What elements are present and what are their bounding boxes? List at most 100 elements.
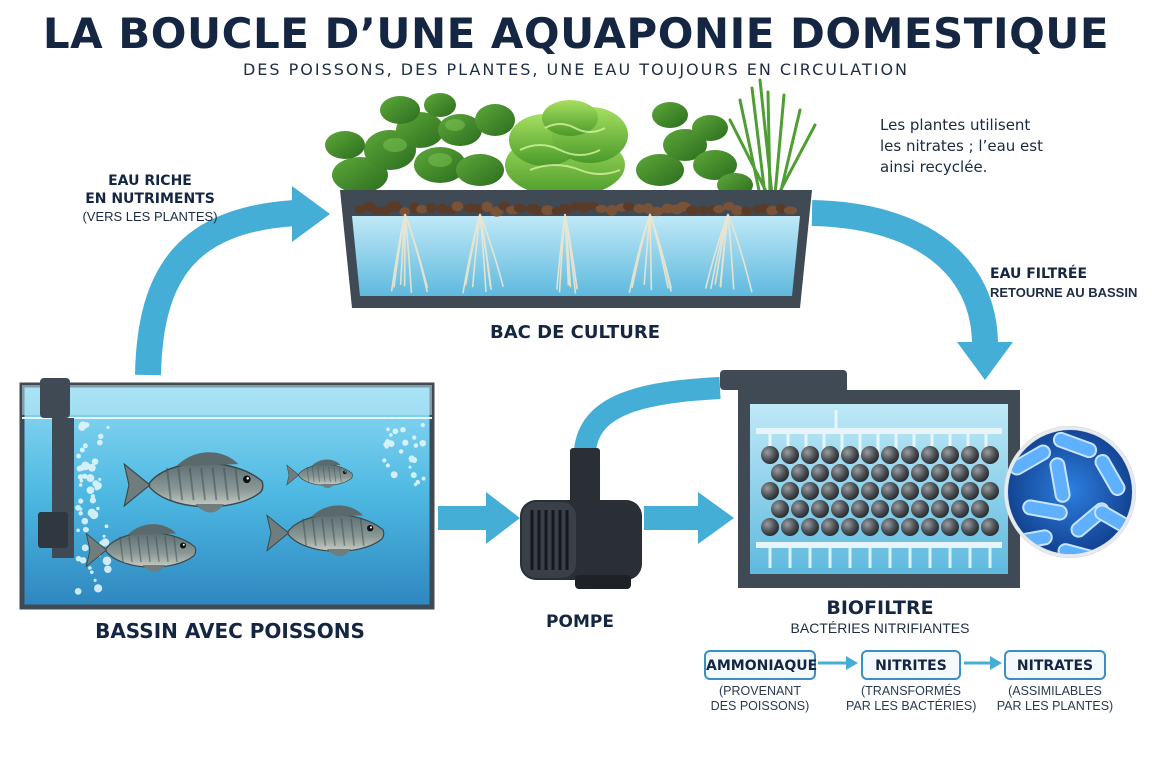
- root: [404, 213, 429, 293]
- fish: [85, 524, 197, 572]
- bubble: [101, 538, 110, 547]
- bio-ball: [771, 500, 789, 518]
- pebble: [451, 201, 464, 212]
- bio-ball: [981, 518, 999, 536]
- root: [727, 213, 753, 293]
- bubble: [98, 433, 104, 440]
- pebble: [370, 206, 384, 215]
- page-subtitle: DES POISSONS, DES PLANTES, UNE EAU TOUJO…: [242, 60, 910, 79]
- bio-ball: [961, 446, 979, 464]
- cycle-note-nitrates: (ASSIMILABLES PAR LES PLANTES): [995, 684, 1115, 714]
- bio-ball: [761, 446, 779, 464]
- inlet-pipe: [720, 370, 840, 390]
- bubble: [87, 508, 96, 517]
- bio-ball: [941, 482, 959, 500]
- bio-ball: [921, 446, 939, 464]
- root: [462, 213, 481, 294]
- bubble: [81, 544, 89, 552]
- bio-ball: [881, 446, 899, 464]
- intake-pipe: [40, 378, 70, 418]
- bubble: [93, 584, 103, 593]
- bio-ball: [891, 464, 909, 482]
- fish: [286, 459, 353, 489]
- bubble: [415, 479, 421, 485]
- nitrates-note-line1: (ASSIMILABLES: [1008, 684, 1102, 698]
- bio-ball: [841, 518, 859, 536]
- bubble: [86, 486, 95, 495]
- root: [727, 213, 735, 290]
- arrowhead-pump-biofilter: [698, 492, 734, 544]
- bio-ball: [861, 446, 879, 464]
- bubble: [78, 465, 85, 472]
- root: [399, 213, 406, 285]
- bubble: [106, 425, 110, 429]
- bio-ball: [951, 500, 969, 518]
- cycle-note-nitrites: (TRANSFORMÉS PAR LES BACTÉRIES): [846, 684, 976, 714]
- cycle-box-nitrates: NITRATES: [1004, 650, 1106, 680]
- bio-ball: [841, 446, 859, 464]
- cycle-box-ammonia: AMMONIAQUE: [704, 650, 817, 680]
- bacterium: [1094, 454, 1126, 496]
- bio-ball: [821, 446, 839, 464]
- bio-ball: [901, 482, 919, 500]
- filtered-water-label: EAU FILTRÉE RETOURNE AU BASSIN: [990, 264, 1150, 302]
- bio-ball: [931, 500, 949, 518]
- fish-tank-label: BASSIN AVEC POISSONS: [95, 619, 365, 643]
- bubble: [88, 566, 92, 570]
- bubble: [392, 428, 399, 435]
- pebble: [472, 204, 485, 214]
- bio-ball: [831, 464, 849, 482]
- bubble: [400, 426, 406, 433]
- bio-ball: [781, 446, 799, 464]
- bio-ball: [811, 500, 829, 518]
- bio-ball: [801, 518, 819, 536]
- pebble: [766, 205, 779, 216]
- bubble: [93, 578, 97, 582]
- bio-ball: [791, 500, 809, 518]
- bio-ball: [971, 500, 989, 518]
- bio-ball: [901, 518, 919, 536]
- bio-ball: [881, 518, 899, 536]
- bubble: [78, 423, 86, 431]
- cycle-arrows: [818, 656, 1002, 670]
- bio-ball: [941, 446, 959, 464]
- bio-ball: [871, 464, 889, 482]
- bio-ball: [961, 482, 979, 500]
- bubble: [91, 458, 99, 465]
- pebble: [741, 206, 752, 216]
- bubble: [98, 477, 102, 481]
- pebble: [463, 203, 476, 213]
- bio-ball: [861, 482, 879, 500]
- bio-ball: [851, 464, 869, 482]
- bio-ball: [981, 482, 999, 500]
- bubble: [384, 444, 389, 449]
- fish: [266, 505, 385, 557]
- bio-ball: [761, 482, 779, 500]
- bio-ball: [781, 518, 799, 536]
- cycle-box-nitrites: NITRITES: [861, 650, 961, 680]
- pump-outlet-pipe: [574, 377, 721, 452]
- nutrient-line1: EAU RICHE: [108, 173, 192, 189]
- pebble: [541, 205, 555, 216]
- bio-ball: [841, 482, 859, 500]
- pebble: [558, 203, 572, 215]
- bubble: [77, 474, 84, 480]
- grow-bed: [325, 78, 817, 308]
- root: [643, 213, 651, 285]
- plants-note: Les plantes utilisent les nitrates ; l’e…: [880, 115, 1080, 178]
- bubble: [385, 463, 390, 468]
- pebble: [698, 205, 709, 215]
- bubble: [402, 439, 409, 446]
- bubble: [409, 459, 413, 463]
- bio-ball: [811, 464, 829, 482]
- bubble: [86, 474, 95, 483]
- root: [710, 213, 729, 289]
- bubble: [104, 565, 112, 573]
- arrowhead-to-biofilter: [957, 342, 1013, 380]
- arrowhead-to-pump: [486, 492, 520, 544]
- nitrates-note-line2: PAR LES PLANTES): [996, 699, 1114, 713]
- root: [390, 213, 406, 292]
- flow-arrows: [135, 186, 1013, 544]
- bubble: [412, 435, 417, 440]
